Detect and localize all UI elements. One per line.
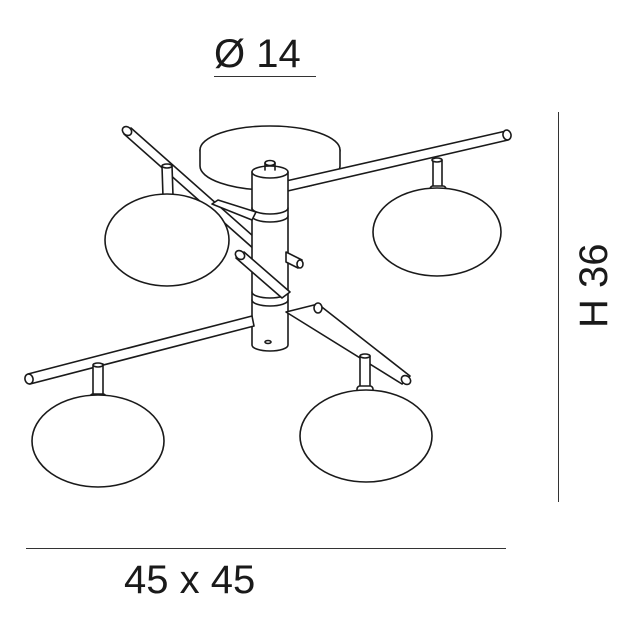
pendant-lower-left (31, 362, 165, 488)
pendant-lower-right (299, 353, 433, 483)
canopy-diameter-line (214, 76, 316, 77)
height-dimension-line (558, 112, 559, 502)
arm-lower-left (24, 315, 255, 385)
pendant-upper-right (372, 157, 502, 277)
central-stem (251, 159, 289, 352)
width-depth-label: 45 x 45 (124, 558, 256, 602)
width-dimension-line (26, 548, 506, 549)
pendant-upper-left (104, 163, 230, 287)
canopy-diameter-label: Ø 14 (214, 32, 301, 76)
stem-stubs (211, 199, 304, 269)
arm-middle (234, 249, 291, 299)
arm-lower-right (285, 302, 412, 386)
